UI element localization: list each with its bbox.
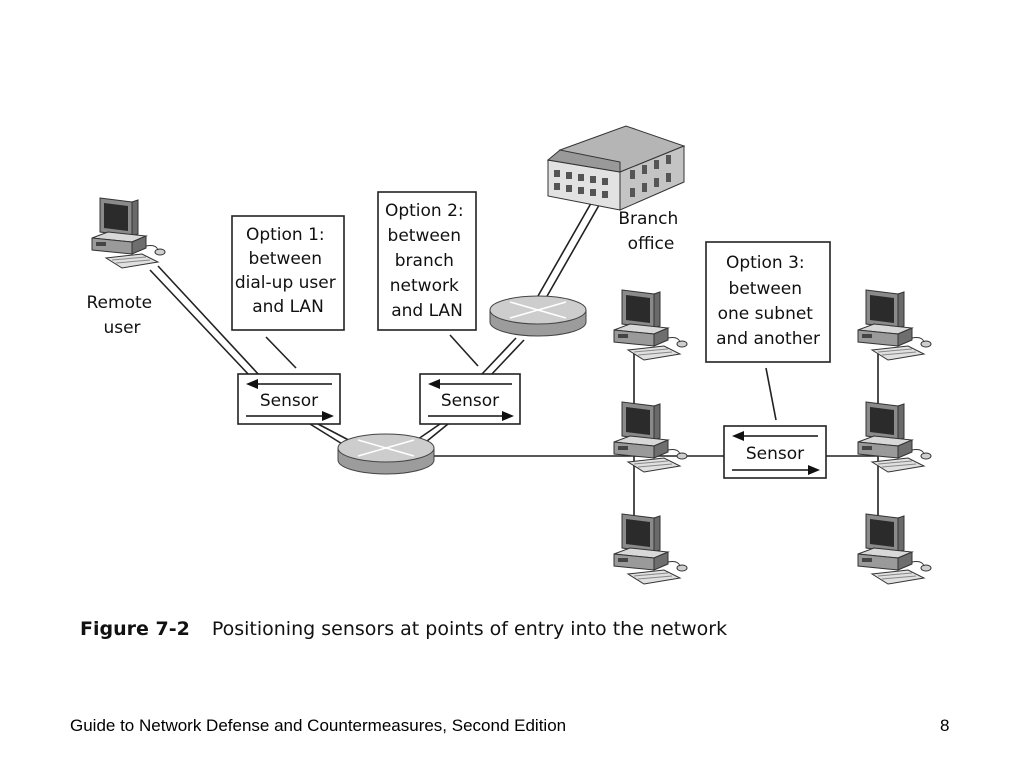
- remote-user-label: Remote user: [87, 293, 158, 338]
- option-2-line: between: [388, 226, 462, 246]
- subnet2-computer-top-icon: [857, 289, 932, 361]
- subnet2-computer-bottom-icon: [857, 513, 932, 585]
- subnet1-computer-middle-icon: [613, 401, 688, 473]
- sensor-1: Sensor: [237, 373, 341, 425]
- sensor-2: Sensor: [419, 373, 521, 425]
- svg-text:Option 1: between: Option 1: between dial-up user and LAN: [235, 225, 341, 317]
- option-2-line: network: [390, 276, 459, 296]
- subnet1-computer-bottom-icon: [613, 513, 688, 585]
- option-1-box: Option 1: between dial-up user and LAN: [231, 215, 345, 331]
- option-3-line: between: [729, 279, 803, 299]
- router-main-icon: [337, 433, 435, 475]
- footer-title: Guide to Network Defense and Countermeas…: [70, 716, 567, 735]
- figure-caption-text: Positioning sensors at points of entry i…: [211, 618, 728, 640]
- sensor-3: Sensor: [723, 425, 827, 479]
- option-3-line: and another: [716, 329, 820, 349]
- option-3-box: Option 3: between one subnet and another: [705, 241, 831, 363]
- option-2-line: Option 2:: [385, 201, 464, 221]
- subnet1-computer-top-icon: [613, 289, 688, 361]
- branch-office-label: Branch office: [618, 209, 683, 254]
- option-3-line: Option 3:: [726, 253, 805, 273]
- page-number: 8: [940, 716, 950, 735]
- remote-user-computer-icon: [91, 197, 166, 269]
- option-2-line: branch: [395, 251, 454, 271]
- sensor-1-label: Sensor: [260, 391, 318, 411]
- figure-caption: Figure 7-2 Positioning sensors at points …: [80, 618, 727, 640]
- branch-office-label-line: office: [628, 234, 675, 254]
- branch-office-label-line: Branch: [618, 209, 678, 229]
- remote-user-label-line: Remote: [87, 293, 153, 313]
- svg-text:Option 2: between: Option 2: between branch network and LAN: [385, 201, 469, 321]
- remote-user-label-line: user: [103, 318, 140, 338]
- subnet2-computer-middle-icon: [857, 401, 932, 473]
- pointer-lines: [265, 334, 777, 421]
- router-branch-icon: [489, 295, 587, 337]
- option-2-line: and LAN: [391, 301, 463, 321]
- option-3-line: one subnet: [718, 304, 814, 324]
- sensor-2-label: Sensor: [441, 391, 499, 411]
- figure-number: Figure 7-2: [80, 618, 190, 640]
- option-1-line: and LAN: [252, 297, 324, 317]
- option-1-line: dial-up user: [235, 273, 336, 293]
- option-1-line: Option 1:: [246, 225, 325, 245]
- branch-office-building-icon: [546, 125, 686, 211]
- sensor-3-label: Sensor: [746, 444, 804, 464]
- svg-text:Option 3: between: Option 3: between one subnet and another: [716, 253, 820, 349]
- option-2-box: Option 2: between branch network and LAN: [377, 191, 477, 331]
- option-1-line: between: [249, 249, 323, 269]
